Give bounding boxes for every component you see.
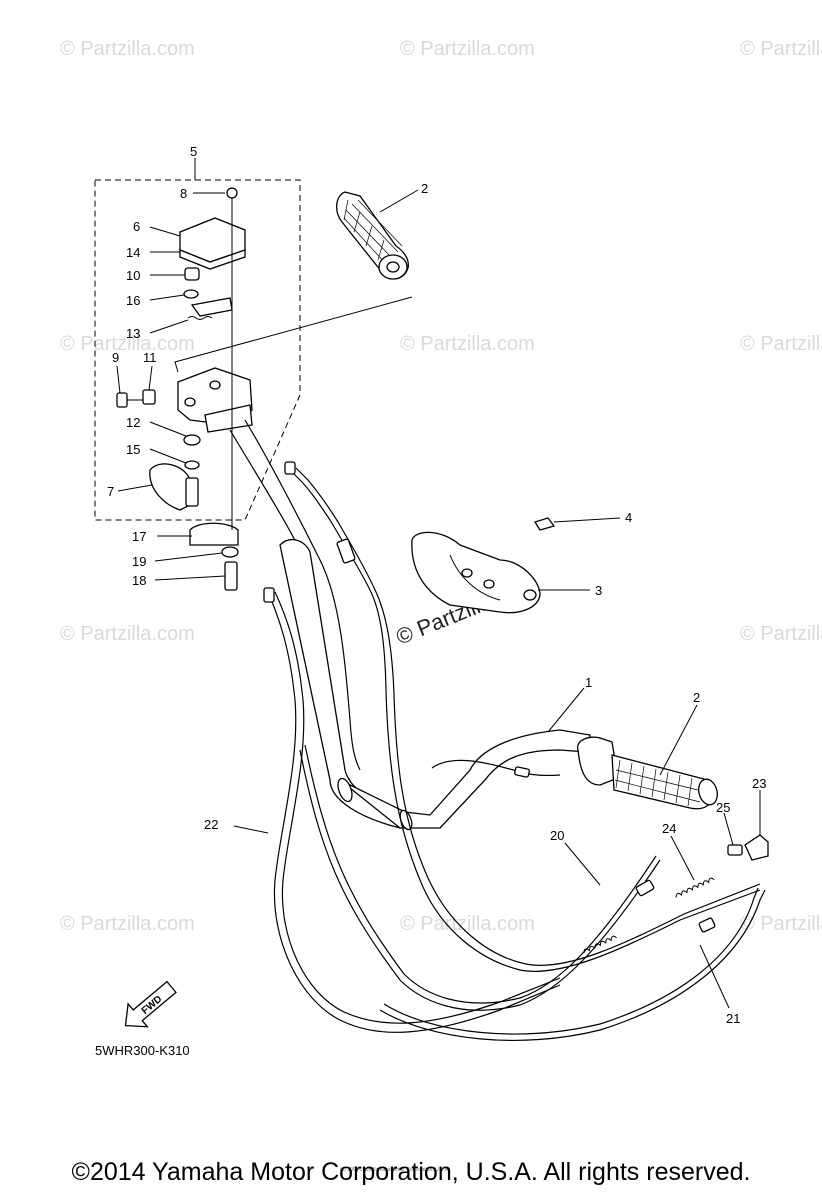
watermark: © Partzilla.com — [60, 333, 195, 355]
callout-3: 3 — [595, 583, 602, 598]
footer-copyright: ©2014 Yamaha Motor Corporation, U.S.A. A… — [71, 1158, 751, 1186]
callout-23: 23 — [752, 776, 766, 791]
callout-1: 1 — [585, 675, 592, 690]
cap-4 — [534, 517, 556, 531]
callout-15: 15 — [126, 442, 140, 457]
callout-6: 6 — [133, 219, 140, 234]
watermark: © Partzilla.com — [740, 333, 822, 355]
washer-16 — [183, 289, 199, 299]
lever-7 — [149, 463, 191, 511]
callout-18: 18 — [132, 573, 146, 588]
diagram-code: 5WHR300-K310 — [95, 1043, 190, 1058]
assembly-boundary — [94, 179, 301, 521]
callout-7: 7 — [107, 484, 114, 499]
callout-9: 9 — [112, 350, 119, 365]
spring-13 — [187, 316, 213, 320]
callout-20: 20 — [550, 828, 564, 843]
callout-22: 22 — [204, 817, 218, 832]
nut-11 — [142, 389, 156, 405]
grip-upper — [336, 191, 409, 280]
clamp-17 — [189, 522, 239, 546]
watermark: © Partzilla.com — [400, 333, 535, 355]
watermark: © Partzilla.com — [60, 623, 195, 645]
watermark: © Partzilla.com — [400, 38, 535, 60]
callout-14: 14 — [126, 245, 140, 260]
callout-2-lower: 2 — [693, 690, 700, 705]
watermark: © Partzilla.com — [740, 38, 822, 60]
washer-19 — [221, 546, 239, 558]
callout-25: 25 — [716, 800, 730, 815]
callout-labels: 5 8 6 14 10 16 13 9 11 12 15 7 17 19 18 … — [107, 144, 766, 1026]
callout-13: 13 — [126, 326, 140, 341]
washer-15 — [184, 460, 200, 470]
callout-24: 24 — [662, 821, 676, 836]
callout-19: 19 — [132, 554, 146, 569]
callout-4: 4 — [625, 510, 632, 525]
lever-assembly-parts — [116, 187, 413, 591]
callout-17: 17 — [132, 529, 146, 544]
callout-12: 12 — [126, 415, 140, 430]
watermark: © Partzilla.com — [740, 913, 822, 935]
cable-end-23 — [744, 834, 769, 861]
callout-16: 16 — [126, 293, 140, 308]
callout-11: 11 — [143, 350, 157, 365]
watermark: © Partzilla.com — [60, 913, 195, 935]
screw-8 — [226, 187, 238, 199]
throttle-housing — [411, 517, 556, 614]
small-print: (c) 2005-2016 Yamaha Motor Corporation, … — [340, 1167, 450, 1173]
watermark: © Partzilla.com — [60, 38, 195, 60]
washer-12 — [183, 434, 201, 446]
bolt-18 — [224, 561, 238, 591]
fwd-arrow-icon: FWD — [124, 980, 177, 1028]
plate-13 — [190, 297, 233, 317]
grip-lower — [577, 736, 718, 810]
callout-10: 10 — [126, 268, 140, 283]
adjuster-25 — [727, 844, 743, 856]
watermark: © Partzilla.com — [400, 913, 535, 935]
watermark: © Partzilla.com — [740, 623, 822, 645]
callout-8: 8 — [180, 186, 187, 201]
nut-10 — [184, 267, 200, 281]
callout-5: 5 — [190, 144, 197, 159]
cables — [263, 461, 769, 1041]
callout-2-upper: 2 — [421, 181, 428, 196]
leader-lines — [116, 158, 761, 1009]
bolt-9 — [116, 392, 128, 408]
callout-21: 21 — [726, 1011, 740, 1026]
